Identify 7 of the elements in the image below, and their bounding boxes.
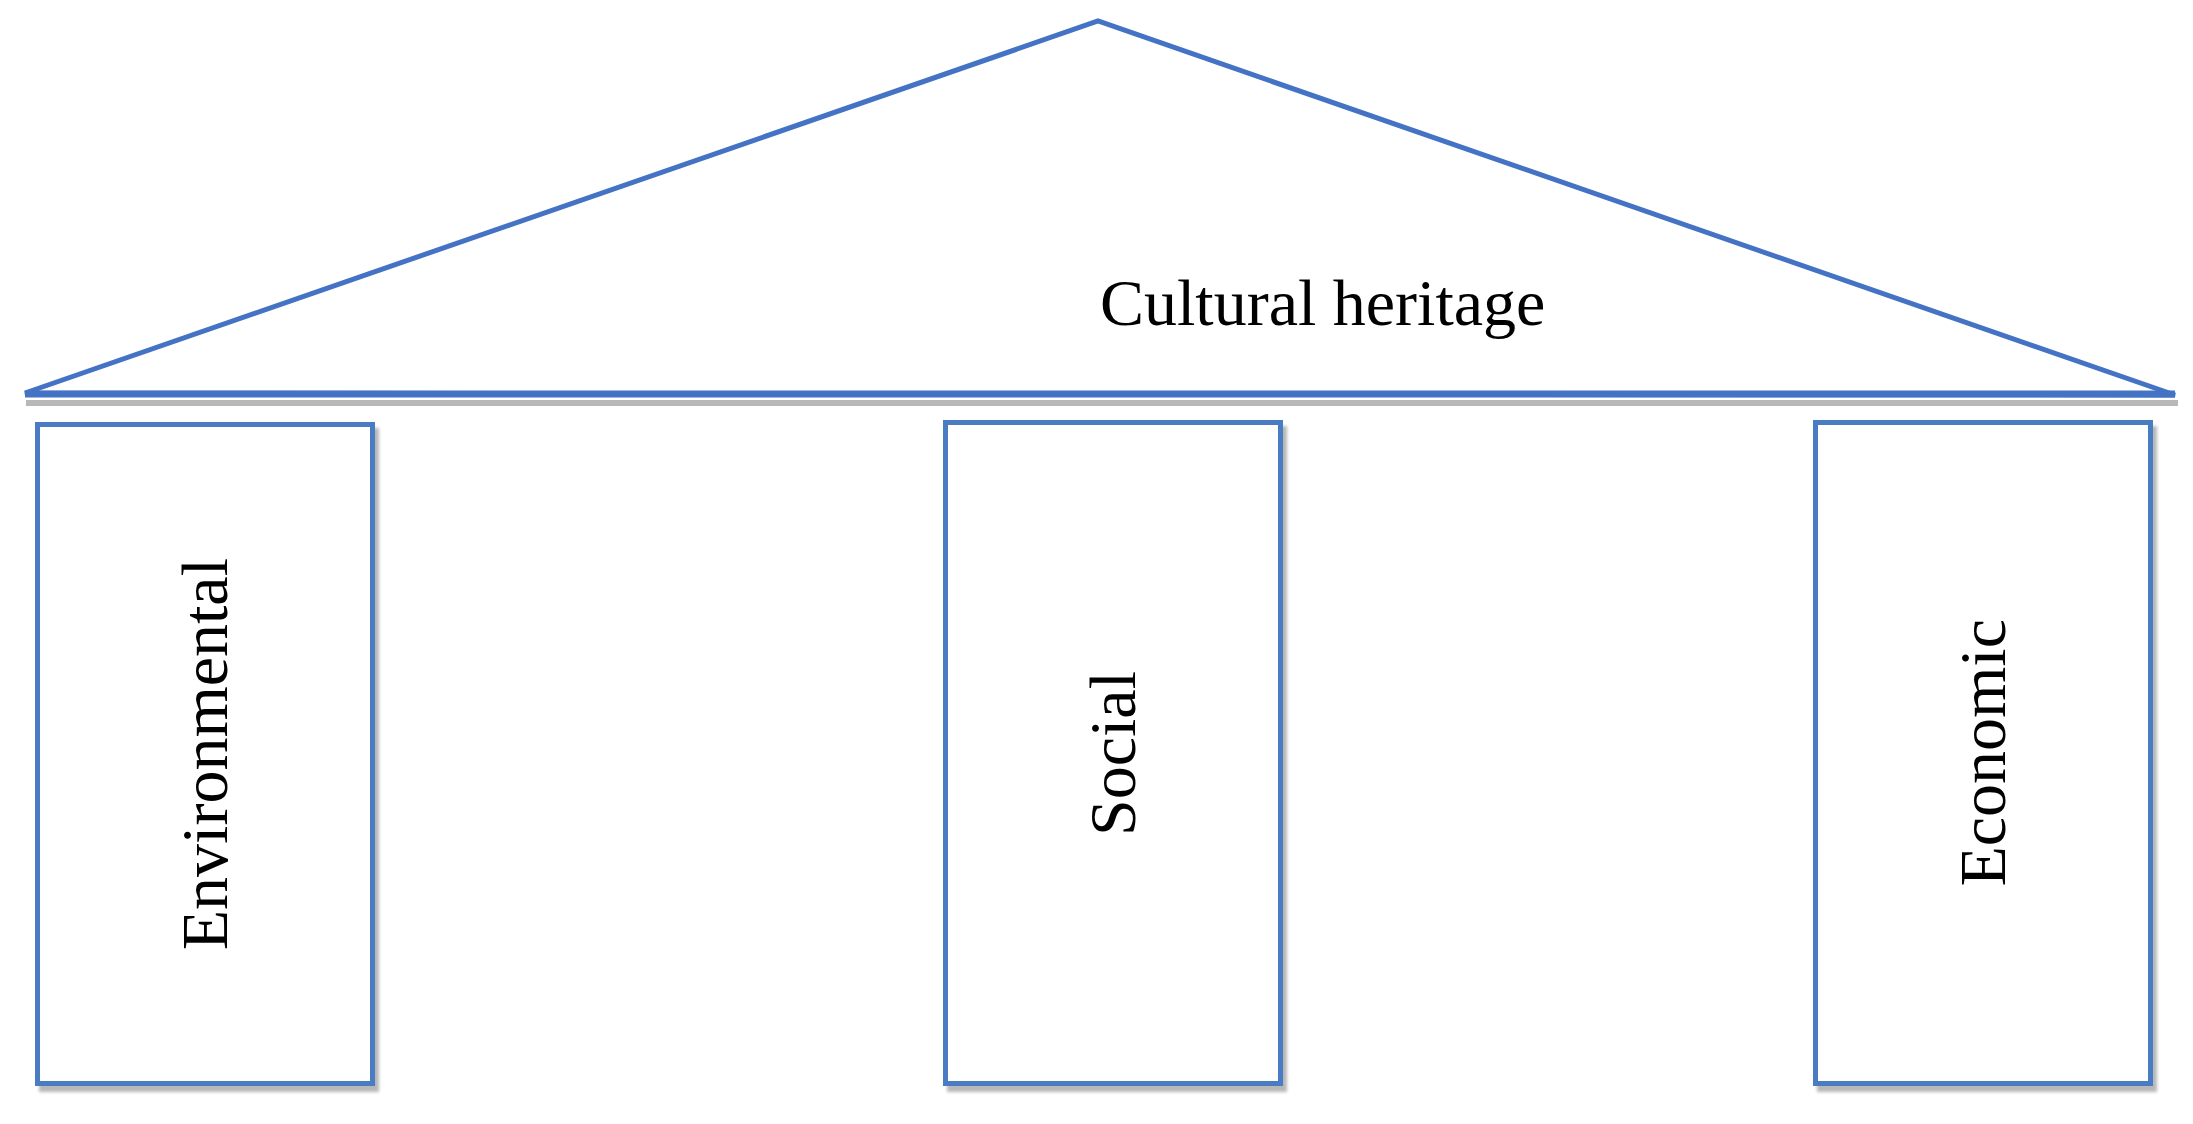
pillar-box	[35, 422, 375, 1086]
pillar-box	[943, 420, 1283, 1086]
pillar-label: Environmental	[167, 557, 242, 951]
pillar-box	[1813, 420, 2153, 1086]
pillar-label: Economic	[1945, 619, 2020, 887]
pillar-label: Social	[1075, 670, 1150, 836]
roof-label: Cultural heritage	[1100, 265, 1546, 341]
